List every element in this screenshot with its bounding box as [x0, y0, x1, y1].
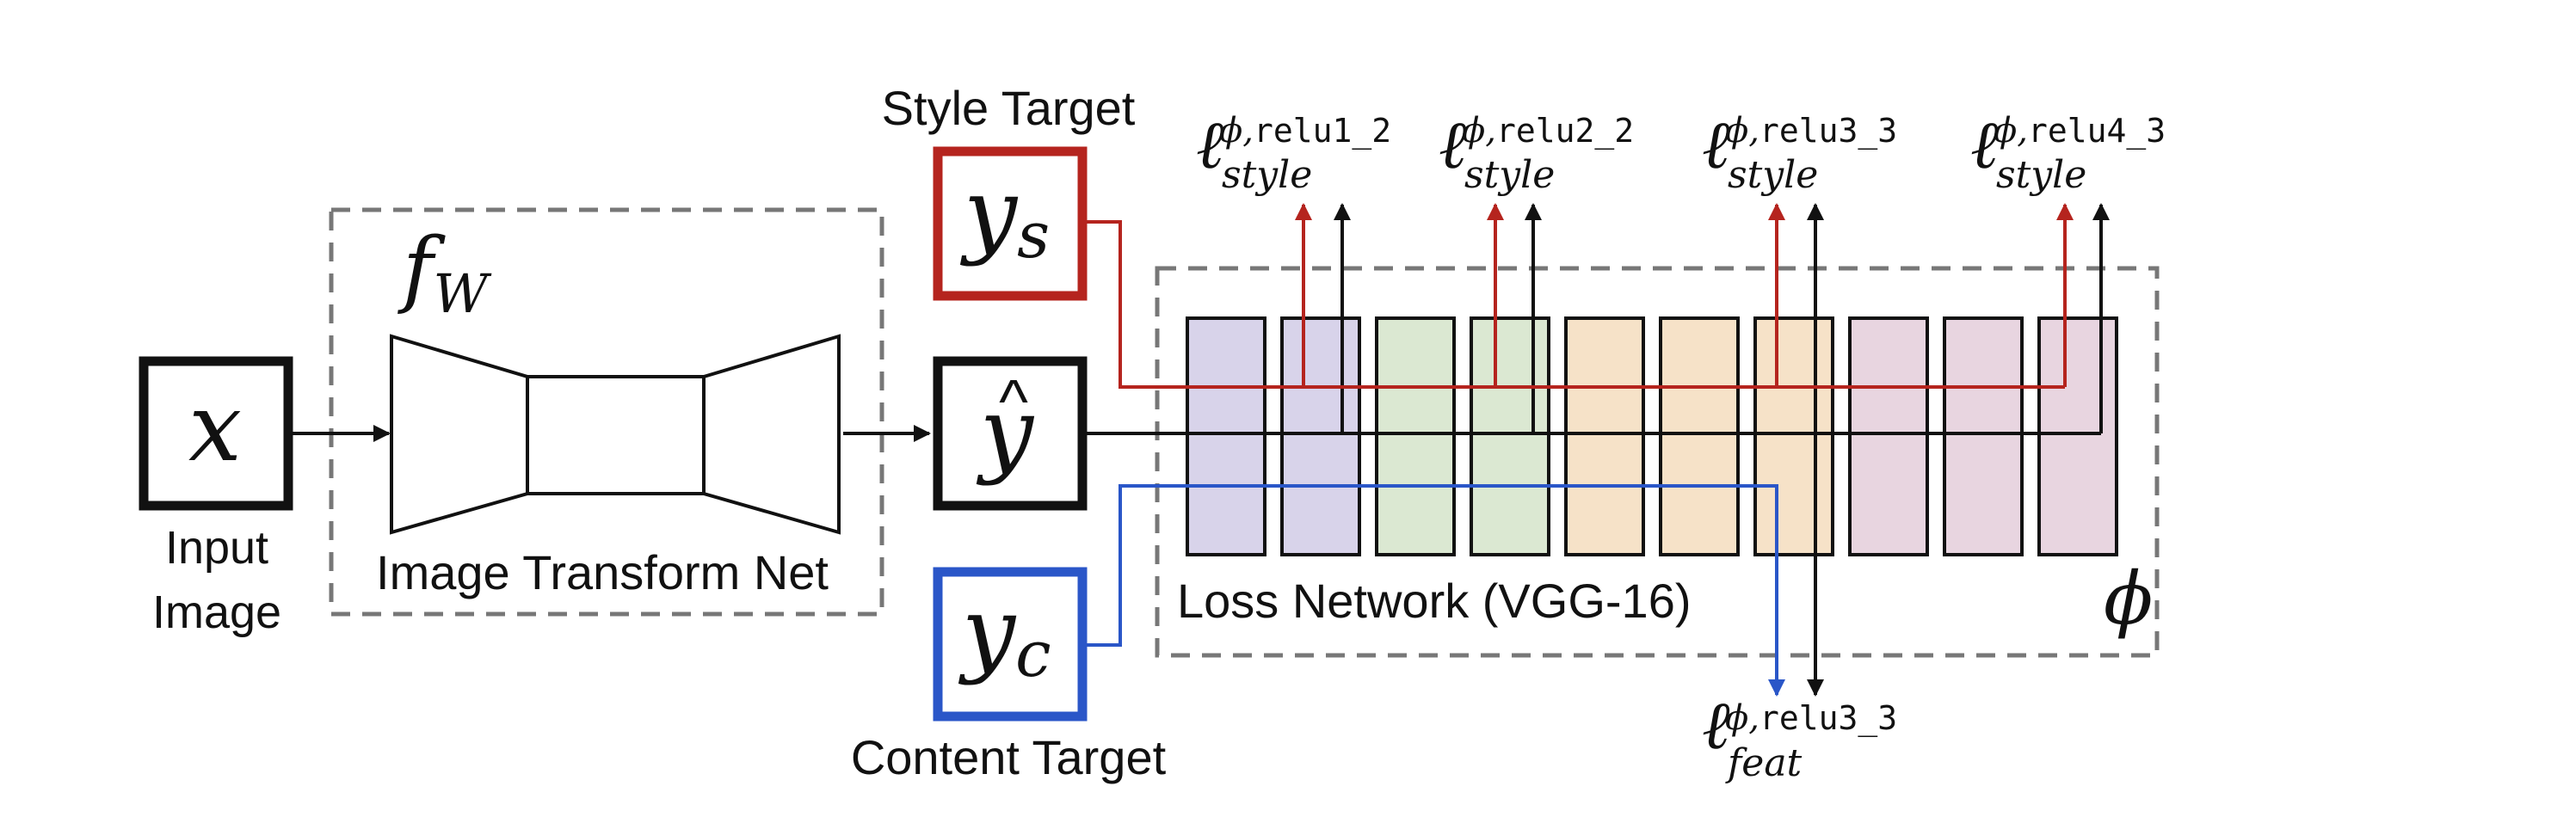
vgg-block [1564, 316, 1645, 556]
transform-net-label: Image Transform Net [376, 545, 829, 599]
transform-fn-symbol: fW [397, 220, 492, 325]
svg-text:feat: feat [1725, 741, 1803, 785]
svg-text:style: style [1464, 153, 1555, 197]
loss-network-symbol: ϕ [2104, 556, 2153, 641]
style-target-symbol: ys [959, 157, 1050, 273]
output-image-box [933, 356, 1088, 511]
output-hat: ^ [999, 368, 1028, 437]
style-target-label: Style Target [882, 81, 1136, 135]
svg-text:ϕ,relu2_2: ϕ,relu2_2 [1462, 111, 1634, 150]
feat-loss-label: ℓ ϕ,relu3_3 feat [1702, 687, 1897, 785]
output-risers [1334, 203, 2110, 433]
vgg-block [1186, 316, 1266, 556]
svg-text:ϕ,relu3_3: ϕ,relu3_3 [1725, 698, 1897, 738]
vgg-block [1753, 316, 1834, 556]
vgg-block [1375, 316, 1456, 556]
svg-text:style: style [1728, 153, 1818, 197]
svg-text:ℓ: ℓ [1702, 687, 1730, 765]
content-target-label: Content Target [851, 730, 1167, 784]
content-path [1086, 484, 1785, 697]
svg-text:ℓ: ℓ [1970, 107, 1999, 184]
vgg-block [1848, 316, 1929, 556]
vgg-block [1280, 316, 1361, 556]
loss-network-label: Loss Network (VGG-16) [1177, 574, 1692, 628]
vgg-block [1659, 316, 1740, 556]
style-target-box [933, 146, 1088, 301]
loss-network-region [1155, 266, 2160, 658]
svg-text:ϕ,relu3_3: ϕ,relu3_3 [1725, 111, 1897, 150]
svg-text:ℓ: ℓ [1439, 107, 1467, 184]
svg-text:ℓ: ℓ [1196, 107, 1224, 184]
input-image-box [139, 356, 293, 511]
transform-net-region [329, 207, 884, 617]
style-risers [1295, 203, 2074, 387]
transform-net-shape [390, 334, 841, 535]
svg-text:style: style [1996, 153, 2086, 197]
content-target-box [933, 567, 1088, 722]
svg-text:ℓ: ℓ [1702, 107, 1730, 184]
svg-text:ϕ,relu4_3: ϕ,relu4_3 [1994, 111, 2166, 150]
vgg-block [1943, 316, 2024, 556]
svg-text:style: style [1222, 153, 1312, 197]
content-target-symbol: yc [958, 576, 1051, 691]
input-image-label-line1: Input [165, 522, 268, 574]
vgg-blocks [1186, 316, 2118, 556]
style-path [1086, 220, 2065, 389]
svg-text:ϕ,relu1_2: ϕ,relu1_2 [1219, 111, 1391, 150]
output-symbol: y [976, 377, 1035, 487]
vgg-block [2037, 316, 2118, 556]
vgg-block [1470, 316, 1550, 556]
input-image-label-line2: Image [152, 587, 281, 638]
input-symbol: x [188, 372, 242, 482]
